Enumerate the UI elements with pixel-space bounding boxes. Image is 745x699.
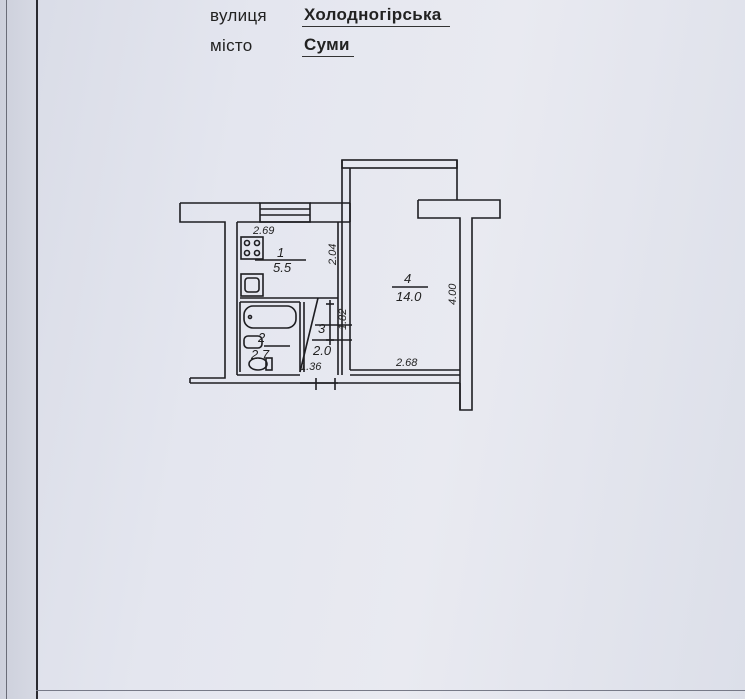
bottom-border-line: [36, 690, 745, 691]
street-label: вулиця: [210, 6, 267, 25]
room2-width-label: 1.36: [300, 361, 322, 373]
sink-icon: [240, 273, 264, 297]
margin-line: [6, 0, 7, 699]
stove-icon: [240, 236, 264, 260]
room4-area: 14.0: [396, 289, 422, 304]
street-value: Холодногірська: [304, 5, 442, 24]
room1-length-label: 2.04: [327, 244, 339, 266]
balcony-rail: [341, 159, 458, 169]
washbasin-icon: [243, 335, 263, 349]
outer-wall-left: [179, 203, 226, 379]
bathtub-icon: [243, 305, 297, 329]
room4-number: 4: [404, 271, 411, 286]
outer-wall-right: [417, 199, 501, 411]
city-value: Суми: [304, 35, 350, 54]
door-swing: [299, 297, 319, 373]
window-kitchen: [259, 202, 311, 223]
room3-area: 2.0: [312, 343, 332, 358]
room1-area: 5.5: [273, 260, 292, 275]
city-underline: [302, 56, 354, 57]
room2-area: 2.7: [250, 347, 270, 362]
room3-number: 3: [318, 321, 326, 336]
street-underline: [302, 26, 450, 27]
toilet-icon: [248, 357, 268, 371]
room4-length-label: 4.00: [447, 283, 459, 305]
room1-width-label: 2.69: [252, 225, 274, 237]
room3-length-label: 1.82: [337, 309, 349, 330]
room4-width-label: 2.68: [395, 357, 418, 369]
room1-number: 1: [277, 245, 284, 260]
city-label: місто: [210, 36, 253, 55]
room2-number: 2: [257, 330, 266, 345]
